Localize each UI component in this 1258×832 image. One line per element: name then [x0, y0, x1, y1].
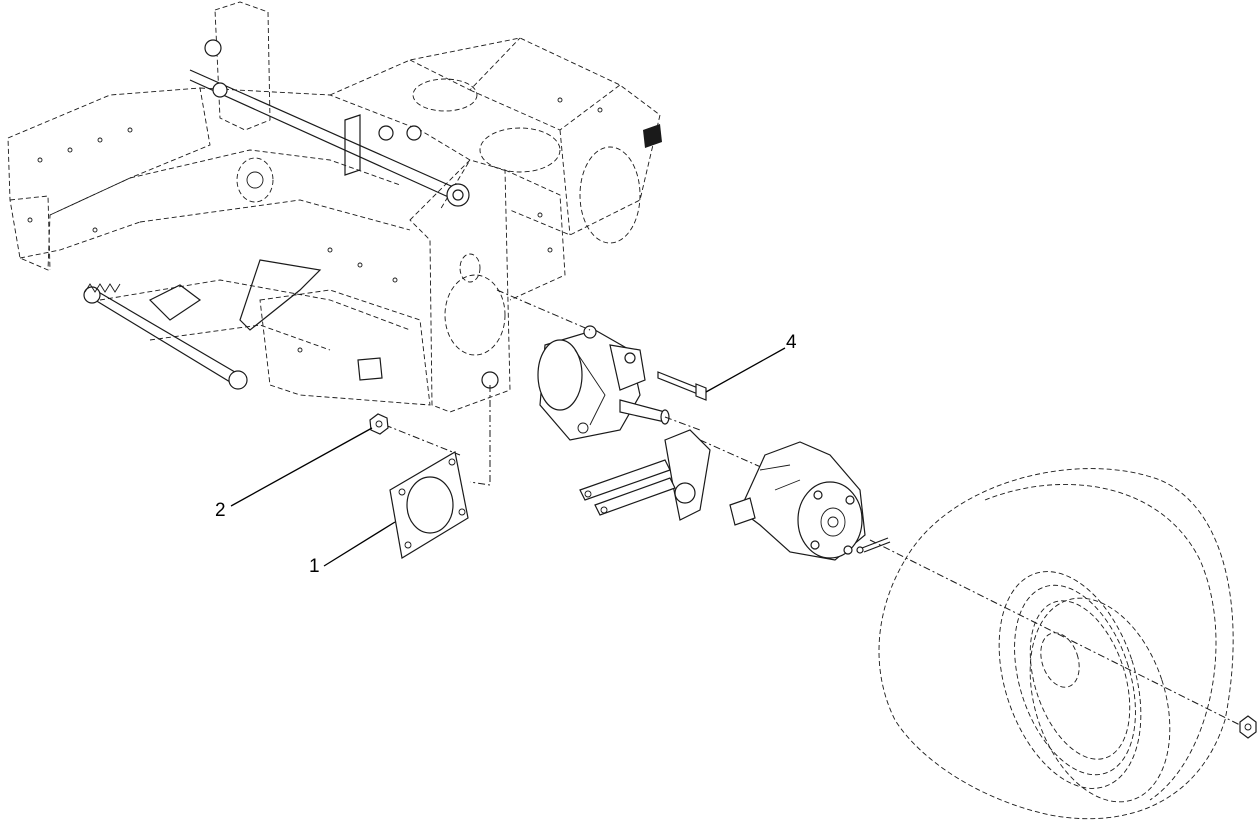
callout-4: 4	[705, 332, 797, 393]
tire-wheel-assembly	[878, 468, 1234, 820]
lug-nut	[1239, 715, 1257, 739]
wheel-hub-drum	[729, 441, 866, 561]
callout-2: 2	[215, 427, 373, 521]
hex-nut	[369, 413, 389, 435]
callout-2-label: 2	[215, 500, 226, 521]
frame-mounting-holes	[27, 97, 603, 353]
cotter-pin	[856, 537, 891, 554]
brake-bracket	[579, 429, 711, 521]
callout-1-label: 1	[309, 556, 320, 577]
chassis-frame	[7, 1, 662, 413]
callout-1: 1	[309, 521, 396, 577]
gasket-plate	[389, 451, 469, 559]
mounting-bolt	[657, 371, 707, 401]
hydraulic-wheel-motor	[537, 325, 670, 441]
callout-4-label: 4	[786, 332, 797, 353]
